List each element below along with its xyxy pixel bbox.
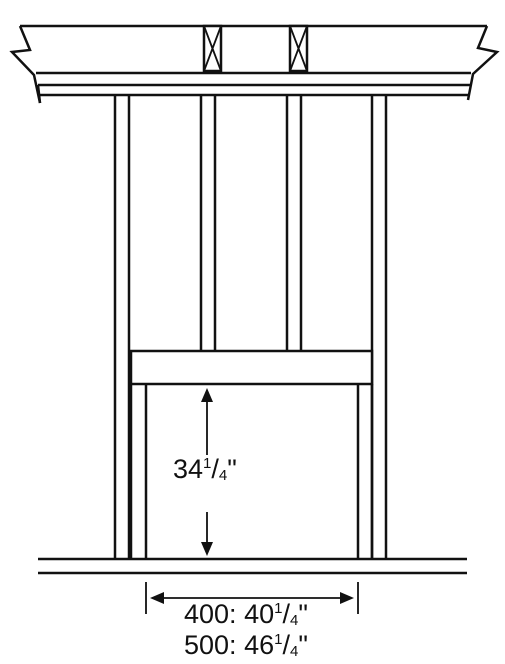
top-joist (9, 24, 500, 104)
header-beam (129, 349, 374, 386)
height-label: 341/4" (173, 454, 237, 484)
joist-end-left (36, 84, 42, 104)
height-dimension-arrow (201, 388, 213, 556)
width-label-500: 500: 461/4" (184, 630, 308, 660)
blocking-left (202, 24, 223, 73)
jack-stud-left (129, 384, 148, 559)
cripple-stud-left (199, 95, 217, 351)
outer-stud-right (370, 95, 388, 559)
sole-plate (38, 557, 467, 575)
cripple-stud-right (285, 95, 303, 351)
width-label-400: 400: 401/4" (184, 599, 308, 629)
width-dimension-arrow (145, 582, 359, 614)
jack-stud-right (356, 384, 374, 559)
outer-stud-left (113, 95, 131, 559)
blocking-right (288, 24, 309, 73)
